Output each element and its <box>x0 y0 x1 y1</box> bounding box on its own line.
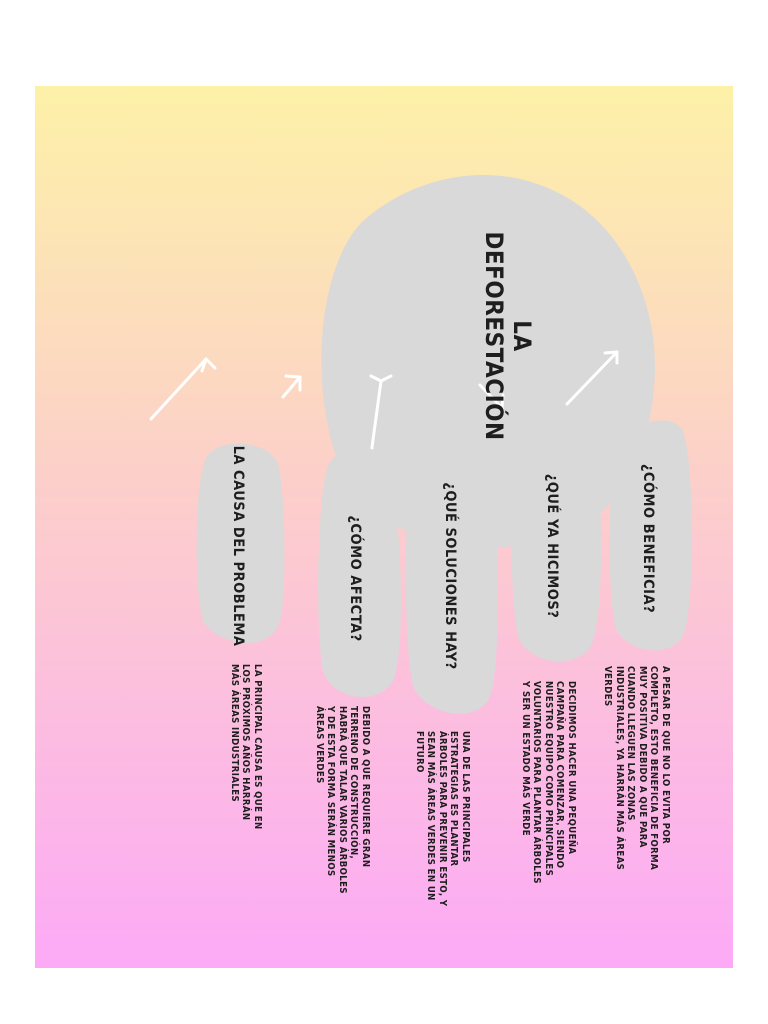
arrow-2 <box>281 374 302 399</box>
node-description-causa: LA PRINCIPAL CAUSA ES QUE EN LOS PRÓXIMO… <box>229 664 263 830</box>
node-description-soluciones: UNA DE LAS PRINCIPALES ESTRATEGIAS ES PL… <box>414 731 471 907</box>
concept-map: LA DEFORESTACIÓN LA CAUSA DEL PROBLEMA ¿… <box>35 86 733 968</box>
node-blob-afecta <box>318 446 402 697</box>
arrow-4 <box>478 383 505 410</box>
node-label-afecta: ¿CÓMO AFECTA? <box>347 515 364 642</box>
map-shapes <box>149 175 692 714</box>
center-title-line2: DEFORESTACIÓN <box>480 231 508 441</box>
node-description-beneficia: A PESAR DE QUE NO LO EVITA POR COMPLETO,… <box>602 666 672 871</box>
node-label-hicimos: ¿QUÉ YA HICIMOS? <box>544 473 560 619</box>
arrow-3 <box>368 374 393 464</box>
center-title: LA DEFORESTACIÓN <box>453 206 563 466</box>
node-label-causa: LA CAUSA DEL PROBLEMA <box>230 445 246 647</box>
node-label-soluciones: ¿QUÉ SOLUCIONES HAY? <box>442 482 458 670</box>
node-blob-beneficia <box>609 420 692 651</box>
arrow-1 <box>149 357 217 421</box>
node-blob-hicimos <box>511 425 602 662</box>
node-description-hicimos: DECIDIMOS HACER UNA PEQUEÑA CAMPAÑA PARA… <box>520 681 577 884</box>
arrow-5 <box>565 350 619 406</box>
node-blob-soluciones <box>405 436 498 714</box>
node-description-afecta: DEBIDO A QUE REQUIERE GRAN TERRENO DE CO… <box>314 706 371 894</box>
node-label-beneficia: ¿CÓMO BENEFICIA? <box>640 463 656 614</box>
center-title-line1: LA <box>508 320 536 352</box>
node-blob-causa <box>196 443 285 643</box>
poster: LA DEFORESTACIÓN LA CAUSA DEL PROBLEMA ¿… <box>35 86 733 968</box>
